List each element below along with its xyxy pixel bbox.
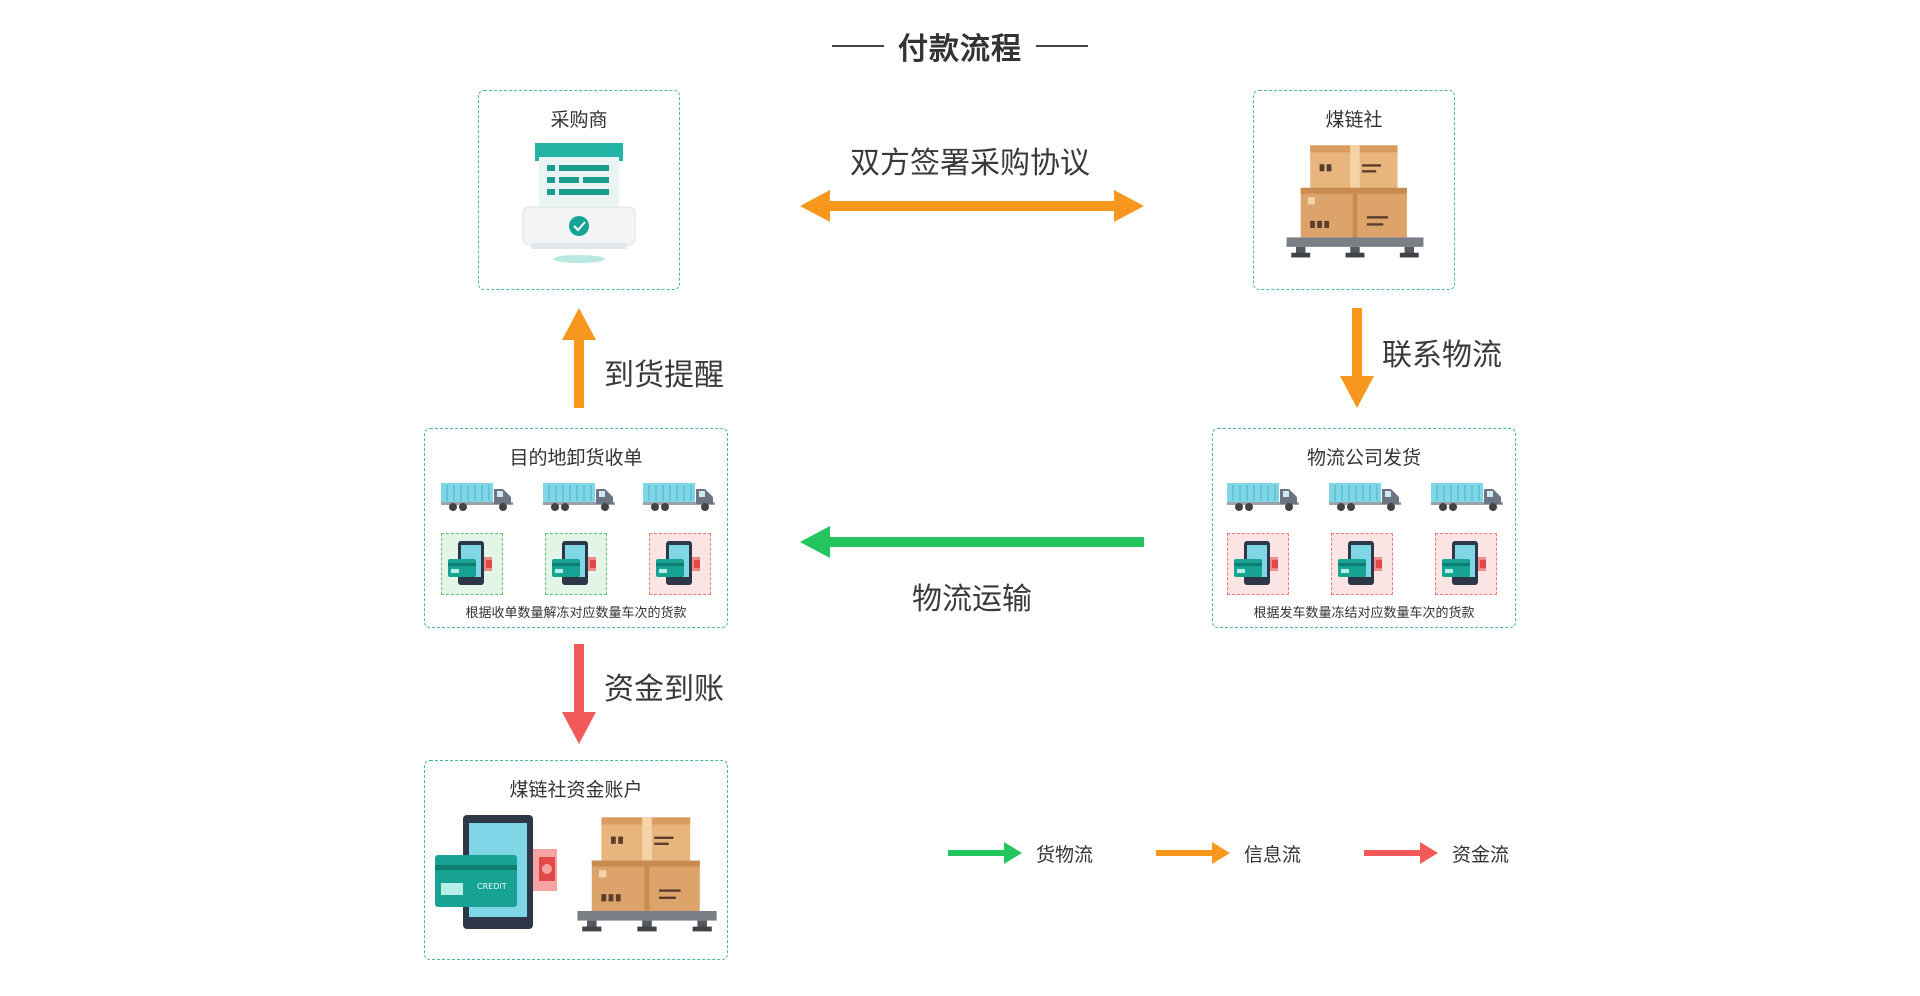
flow-sign-arrow (800, 190, 1144, 222)
node-supplier: 煤链社 (1253, 90, 1455, 290)
node-destination-caption: 根据收单数量解冻对应数量车次的货款 (465, 606, 687, 621)
node-logistics-ship-label: 物流公司发货 (1306, 447, 1421, 469)
truck-icon (1431, 481, 1503, 511)
cargo-pallet-icon (1284, 143, 1426, 261)
payment-released-cell (441, 533, 503, 595)
node-logistics-ship-caption: 根据发车数量冻结对应数量车次的货款 (1253, 606, 1475, 621)
node-account: 煤链社资金账户 CREDIT (424, 760, 728, 960)
node-destination: 目的地卸货收单 根据收单数量解冻对应数量车次的货款 (424, 428, 728, 628)
node-destination-label: 目的地卸货收单 (509, 447, 643, 469)
payment-frozen-cell (1227, 533, 1289, 595)
legend-goods-swatch-icon (948, 842, 1022, 864)
legend-goods-label: 货物流 (1036, 843, 1094, 866)
flow-transport-arrow (800, 526, 1144, 558)
node-supplier-label: 煤链社 (1325, 109, 1383, 131)
truck-icon (441, 481, 513, 511)
mobile-payment-icon (1334, 539, 1390, 589)
credit-card-phone-icon: CREDIT (435, 815, 557, 929)
card-label: CREDIT (477, 882, 507, 891)
diagram-header: 付款流程 (0, 26, 1920, 67)
mobile-payment-icon (652, 539, 708, 589)
flow-contact-arrow (1340, 308, 1374, 408)
flow-contact-label: 联系物流 (1382, 338, 1502, 373)
node-logistics-ship: 物流公司发货 根据发车数量冻结对应数量车次的货款 (1212, 428, 1516, 628)
payment-released-cell (545, 533, 607, 595)
truck-icon (1227, 481, 1299, 511)
mobile-payment-icon (1438, 539, 1494, 589)
node-buyer-label: 采购商 (550, 109, 608, 131)
cargo-pallet-icon (575, 815, 719, 935)
payment-frozen-cell (649, 533, 711, 595)
payment-frozen-cell (1435, 533, 1497, 595)
payment-frozen-cell (1331, 533, 1393, 595)
mobile-payment-icon (548, 539, 604, 589)
mobile-payment-icon (444, 539, 500, 589)
flow-funds-arrow (562, 644, 596, 744)
flow-transport-label: 物流运输 (912, 582, 1032, 617)
flow-sign-label: 双方签署采购协议 (850, 146, 1090, 181)
truck-icon (543, 481, 615, 511)
page-title: 付款流程 (898, 32, 1022, 67)
legend-item-goods: 货物流 (948, 838, 1093, 868)
truck-icon (1329, 481, 1401, 511)
legend-info-swatch-icon (1156, 842, 1230, 864)
legend-item-info: 信息流 (1156, 838, 1301, 868)
flow-arrival-label: 到货提醒 (604, 358, 724, 393)
title-right-rule (1036, 45, 1088, 47)
legend-funds-swatch-icon (1364, 842, 1438, 864)
mobile-payment-icon (1230, 539, 1286, 589)
node-buyer: 采购商 (478, 90, 680, 290)
legend-funds-label: 资金流 (1452, 843, 1510, 866)
title-left-rule (832, 45, 884, 47)
document-check-icon (522, 143, 636, 263)
legend-info-label: 信息流 (1244, 843, 1302, 866)
truck-icon (643, 481, 715, 511)
legend-item-funds: 资金流 (1364, 838, 1509, 868)
node-account-label: 煤链社资金账户 (509, 779, 643, 801)
flow-arrival-arrow (562, 308, 596, 408)
flow-funds-label: 资金到账 (604, 672, 724, 707)
